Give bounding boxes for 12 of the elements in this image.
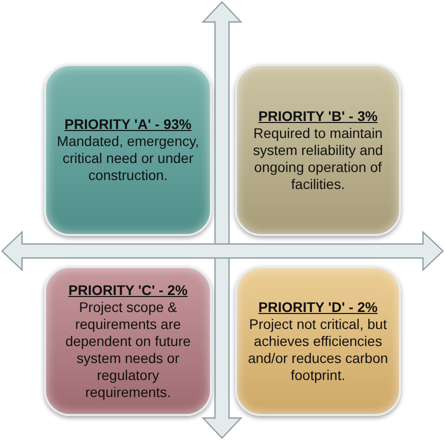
priority-card (44, 64, 212, 236)
card-description: Mandated, emergency, critical need or under construction. (56, 133, 200, 184)
card-heading: PRIORITY 'A' - 93% (64, 116, 192, 133)
card-heading: PRIORITY 'B' - 3% (258, 108, 378, 124)
card-heading: PRIORITY 'D' - 2% (258, 298, 378, 316)
priority-card (235, 64, 401, 236)
priority-card (235, 266, 401, 416)
card-description: Project scope & requirements are dependent on future system needs or regulatory requirements. (64, 298, 192, 400)
card-description: Project not critical, but achieves efficiencies and/or reduces carbon footprint. (247, 316, 389, 384)
card-description: Required to maintain system reliability and ongoing operation of facilities. (252, 124, 384, 192)
card-heading: PRIORITY 'C' - 2% (68, 282, 188, 298)
priority-card (44, 266, 212, 416)
